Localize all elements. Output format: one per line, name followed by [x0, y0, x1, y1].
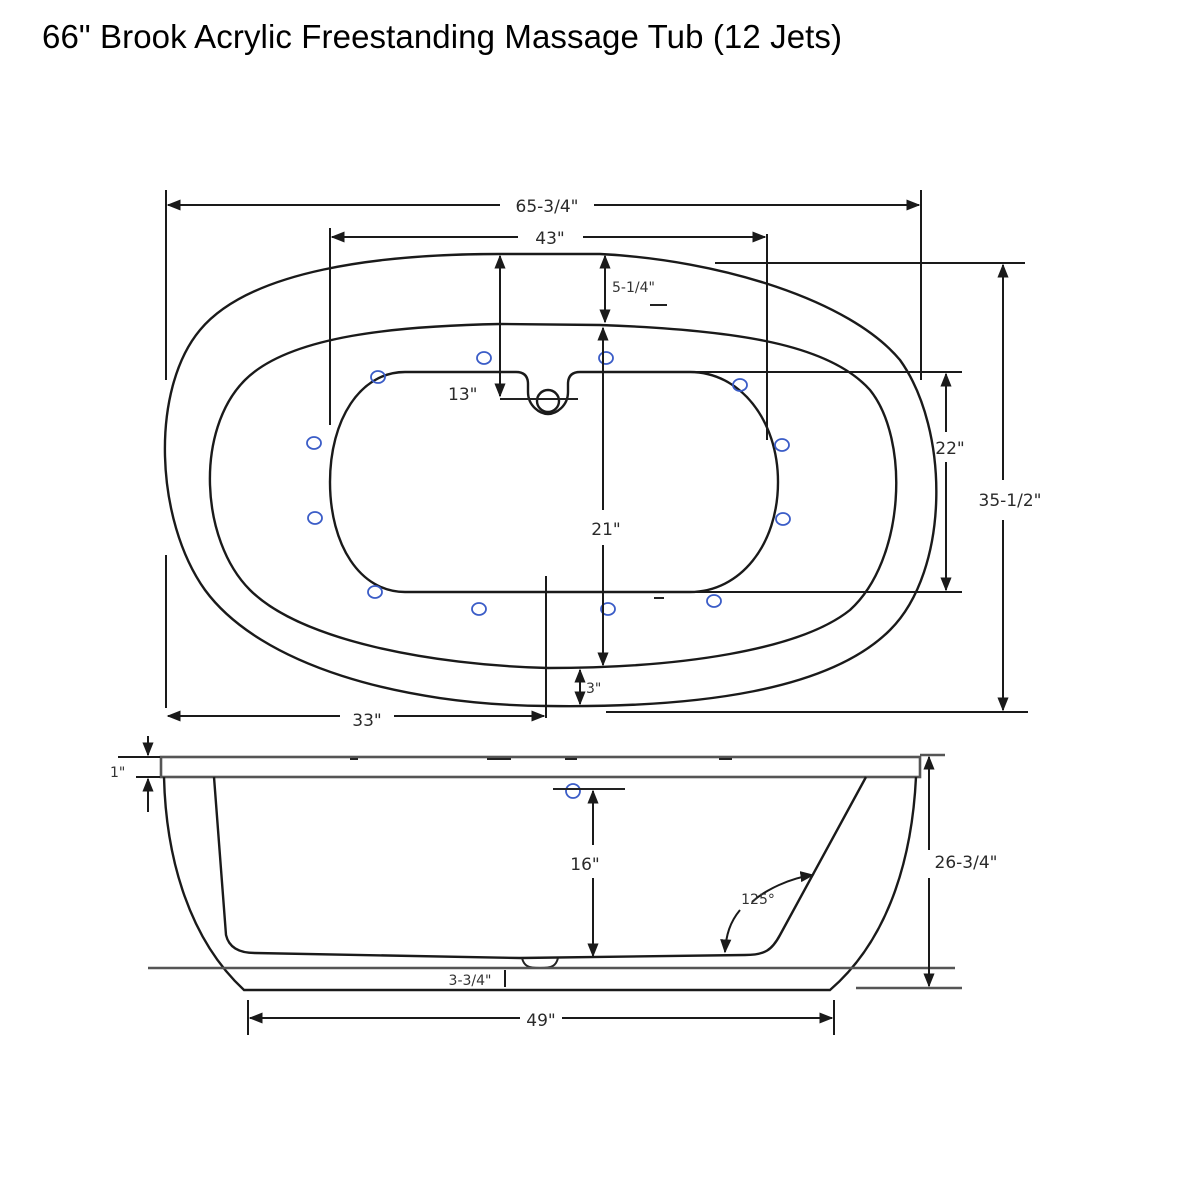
jet-icon: [306, 436, 322, 450]
diagram-title: 66" Brook Acrylic Freestanding Massage T…: [42, 18, 843, 55]
dim-interior-length: 43": [535, 229, 564, 249]
dim-interior-width-center: 21": [591, 520, 620, 540]
overflow-icon: [565, 783, 581, 799]
outer-shell-outline: [163, 252, 938, 708]
jet-icon: [307, 511, 323, 525]
dim-drain-offset: 13": [448, 385, 477, 405]
jet-icon: [598, 351, 614, 365]
jet-icon: [370, 370, 386, 384]
dim-rim-width: 5-1/4": [612, 280, 655, 296]
jet-icon: [706, 594, 722, 608]
jets-group: [306, 351, 791, 616]
dim-overall-length: 65-3/4": [516, 197, 579, 217]
rim-profile: [159, 755, 922, 779]
angle-arc: [751, 871, 815, 903]
dim-overall-height: 26-3/4": [935, 853, 998, 873]
dim-overflow-height: 16": [570, 855, 599, 875]
basin-profile: [212, 776, 868, 960]
dim-backrest-angle: 125°: [741, 892, 775, 908]
basin-outline: [328, 370, 780, 594]
outer-shell-profile: [162, 776, 918, 992]
dim-base-length: 49": [526, 1011, 555, 1031]
jet-icon: [732, 378, 748, 392]
jet-icon: [471, 602, 487, 616]
jet-icon: [476, 351, 492, 365]
dim-overall-width: 35-1/2": [979, 491, 1042, 511]
top-view: 65-3/4" 43" 13" 5-1/4" 21" 22" 35-1/2" 3: [163, 190, 1042, 731]
inner-rim-outline: [208, 322, 898, 670]
dim-base-height: 3-3/4": [449, 973, 492, 989]
dim-rim-bottom: 3": [586, 681, 601, 697]
dim-half-length: 33": [352, 711, 381, 731]
side-view: 1" 16" 125° 26-3/4" 3-3/4" 49": [110, 736, 997, 1035]
dim-interior-width: 22": [935, 439, 964, 459]
drain-icon: [535, 388, 561, 414]
jet-icon: [367, 585, 383, 599]
jet-icon: [775, 512, 791, 526]
drain-bump: [521, 957, 559, 970]
angle-arc: [720, 909, 741, 954]
dim-rim-thickness: 1": [110, 765, 125, 781]
jet-icon: [774, 438, 790, 452]
jet-icon: [600, 602, 616, 616]
